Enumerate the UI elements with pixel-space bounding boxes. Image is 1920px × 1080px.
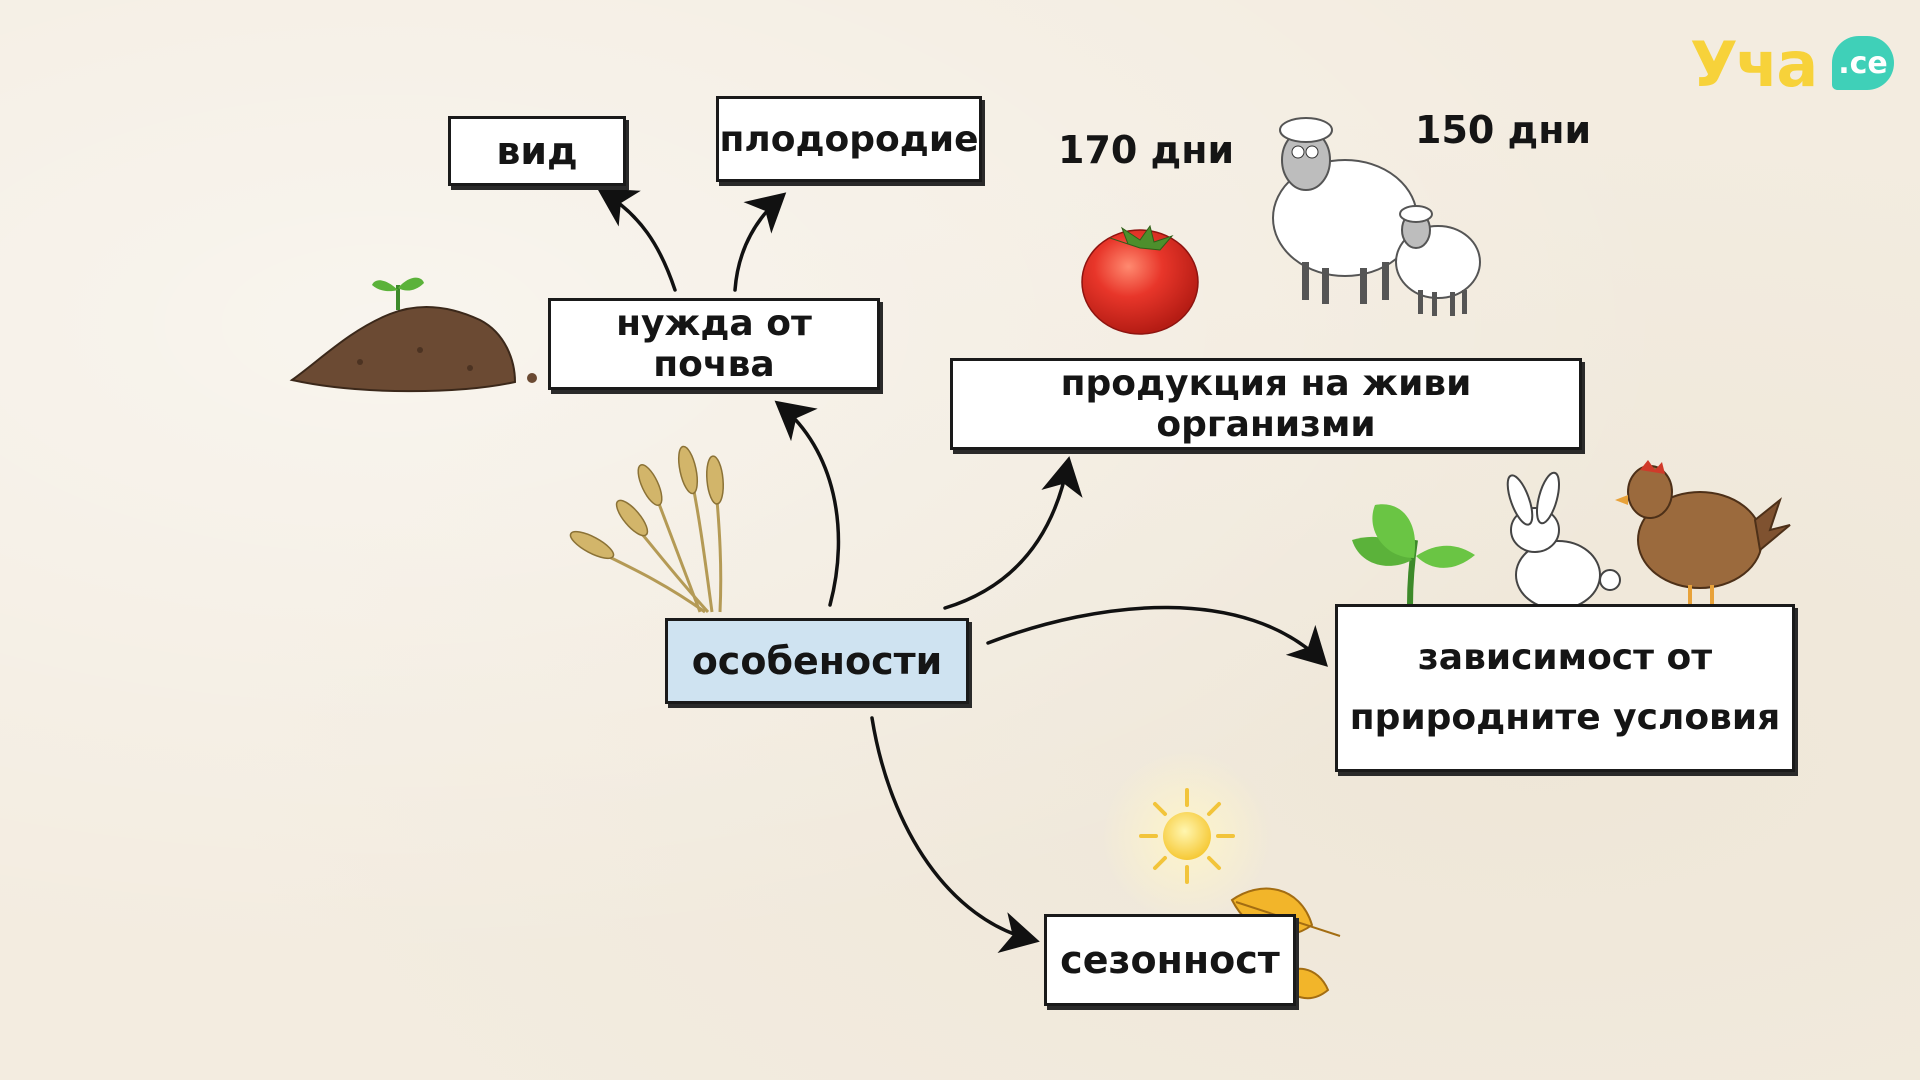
node-fertility: плодородие <box>716 96 982 182</box>
arrow-to-dependency <box>986 605 1328 667</box>
node-seasonality: сезонност <box>1044 914 1296 1006</box>
arrow-to-soil-need <box>774 400 841 607</box>
arrow-to-production <box>943 456 1083 610</box>
tomato-illustration <box>1081 224 1199 335</box>
node-center: особености <box>665 618 969 704</box>
sun-illustration <box>1102 751 1272 921</box>
node-dependency: зависимост от природните условия <box>1335 604 1795 772</box>
hen-illustration <box>1615 460 1791 612</box>
node-type: вид <box>448 116 626 186</box>
arrow-to-fertility <box>733 192 787 292</box>
node-soil-need: нужда от почва <box>548 298 880 390</box>
arrow-to-type <box>597 188 677 292</box>
node-production: продукция на живи организми <box>950 358 1582 450</box>
plant-illustration <box>1352 504 1475 606</box>
sheep-days-label: 150 дни <box>1415 108 1592 152</box>
soil-pile-illustration <box>289 277 537 393</box>
wheat-illustration <box>569 445 724 614</box>
sheep-illustration <box>1272 117 1481 316</box>
logo-wordmark: Уча <box>1690 28 1818 101</box>
tomato-days-label: 170 дни <box>1058 128 1235 172</box>
rabbit-illustration <box>1506 471 1621 610</box>
brand-logo[interactable]: Уча .ce <box>1690 28 1900 108</box>
node-dependency-line1: зависимост от <box>1417 637 1713 678</box>
node-dependency-line2: природните условия <box>1349 697 1781 738</box>
logo-badge: .ce <box>1832 36 1894 90</box>
arrow-to-seasonality <box>870 716 1040 954</box>
